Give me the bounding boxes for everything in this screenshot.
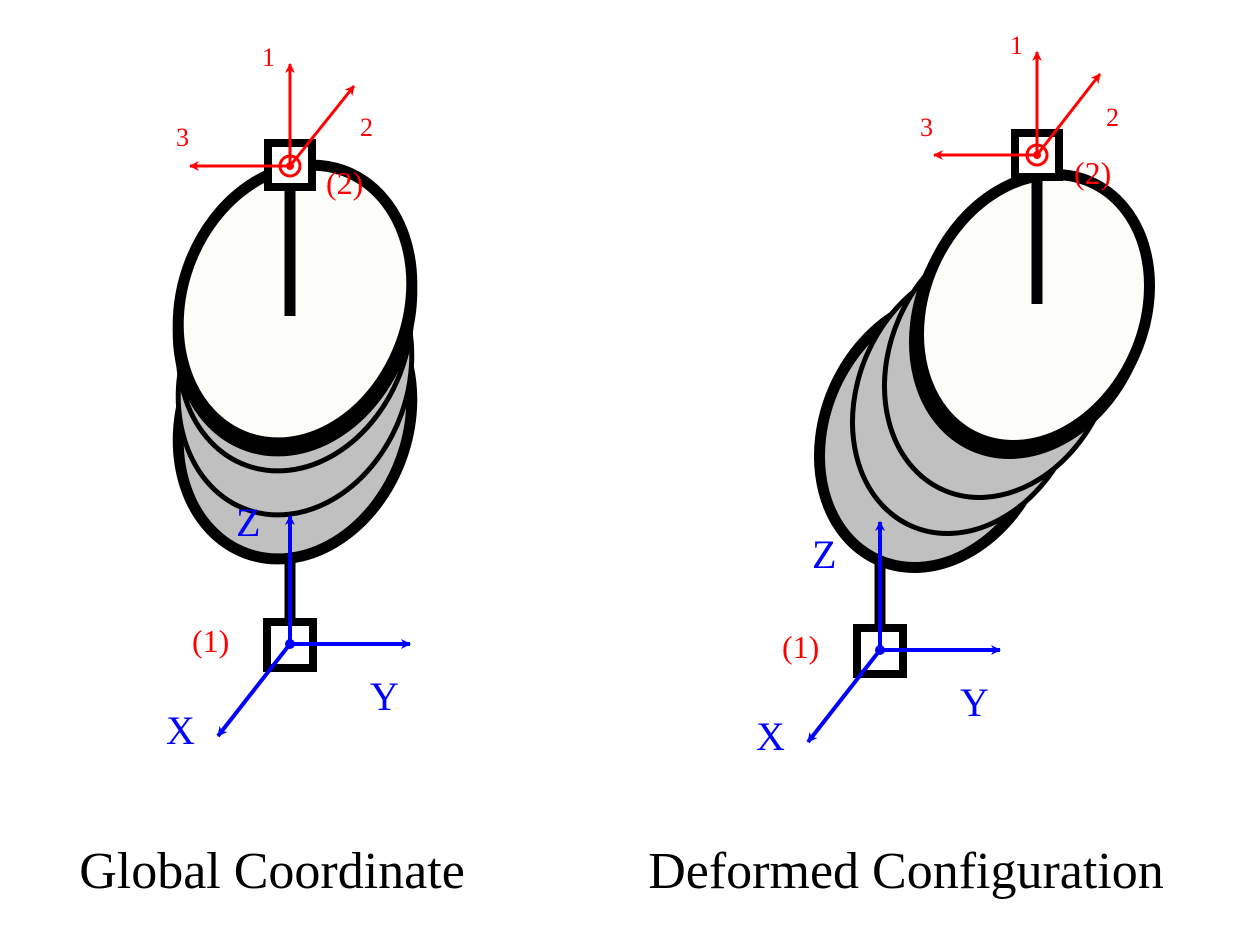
local-axis-3-label: 3 (920, 113, 933, 142)
spring-disc-stack-icon (813, 169, 1156, 573)
panel-deformed-configuration: 1 2 3 (2) Z Y X (1) Deformed Configurati… (648, 31, 1164, 900)
local-axis-1-label: 1 (1010, 31, 1023, 60)
local-axis-1-label: 1 (262, 43, 275, 72)
global-axis-z-label: Z (812, 532, 836, 577)
global-axis-x-label: X (756, 714, 785, 759)
caption-global-coordinate: Global Coordinate (79, 843, 465, 900)
global-axis-y-label: Y (370, 674, 399, 719)
global-axis-y-label: Y (960, 680, 989, 725)
top-node-label: (2) (326, 165, 363, 201)
bottom-node-label: (1) (192, 623, 229, 659)
local-axis-2-label: 2 (1106, 103, 1119, 132)
local-axis-2-arrow (1035, 73, 1102, 156)
global-axis-x-arrow (216, 642, 292, 738)
local-axis-2-label: 2 (360, 113, 373, 142)
local-axis-2-arrow (288, 85, 356, 167)
global-axis-x-arrow (806, 648, 882, 744)
bottom-node-label: (1) (782, 629, 819, 665)
global-axis-z-label: Z (236, 500, 260, 545)
top-node-label: (2) (1074, 155, 1111, 191)
panel-global-coordinate: 1 2 3 (2) Z Y X (1) Global Coordinate (79, 43, 465, 900)
local-axis-3-label: 3 (176, 123, 189, 152)
global-axis-x-label: X (166, 708, 195, 753)
spring-disc-stack-icon (172, 159, 418, 565)
caption-deformed-configuration: Deformed Configuration (648, 843, 1164, 900)
